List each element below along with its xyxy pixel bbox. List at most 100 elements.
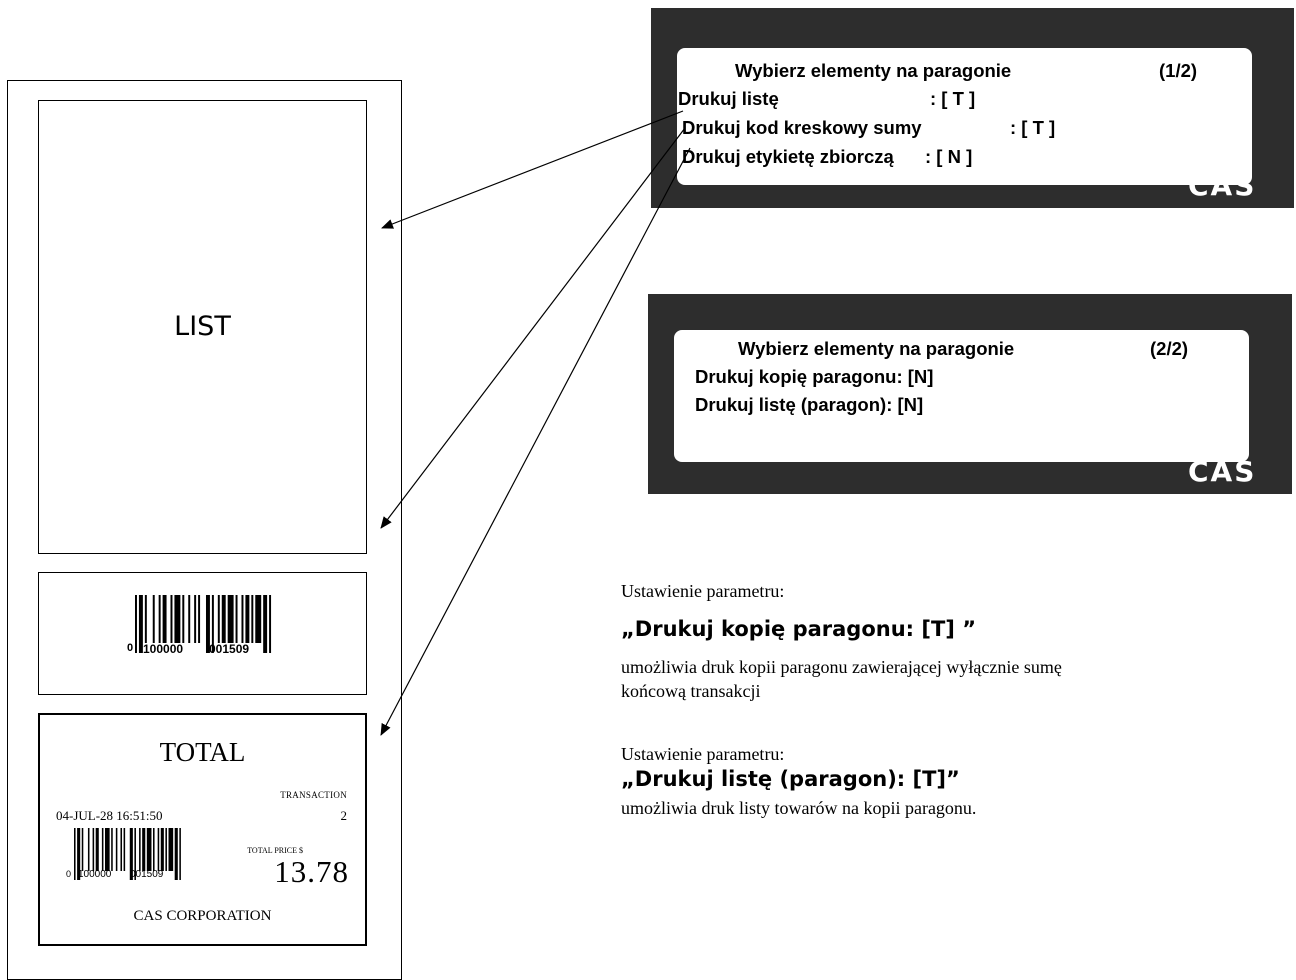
barcode-bar	[153, 828, 155, 871]
cas-logo: CAS	[1186, 169, 1274, 203]
receipt-list-section: LIST	[38, 100, 367, 554]
barcode-bar	[217, 595, 220, 643]
barcode-bar	[235, 595, 238, 643]
barcode-bar	[144, 595, 147, 643]
note-1-label: Ustawienie parametru:	[621, 581, 785, 601]
barcode-bar	[92, 828, 95, 871]
option-print-summary-label: Drukuj etykietę zbiorczą	[682, 146, 894, 167]
svg-text:CAS: CAS	[1188, 458, 1256, 484]
barcode-bar	[174, 595, 181, 643]
barcode-bar	[174, 828, 178, 880]
barcode-bar	[194, 595, 197, 643]
display-screen: Wybierz elementy na paragonie (1/2) Druk…	[677, 48, 1252, 185]
option-print-list-receipt: Drukuj listę (paragon): [N]	[695, 394, 924, 415]
note-1-body-line-2: końcową transakcji	[621, 681, 761, 701]
barcode-bar	[160, 828, 164, 871]
total-price-value: 13.78	[274, 854, 349, 889]
barcode-bar	[245, 595, 250, 643]
barcode-bar	[162, 595, 167, 643]
option-print-sum-barcode-value: : [ T ]	[1010, 117, 1056, 138]
arrow-print-list	[381, 110, 684, 229]
barcode-bar	[255, 595, 262, 643]
display-page-indicator: (2/2)	[1150, 338, 1189, 359]
note-1-body-line-1: umożliwia druk kopii paragonu zawierając…	[621, 657, 1062, 677]
barcode-bar	[142, 828, 146, 871]
barcode-bar	[251, 595, 254, 643]
barcode-bar	[165, 828, 167, 871]
barcode-bar	[138, 595, 143, 653]
barcode-bar	[170, 595, 173, 643]
barcode-bar	[101, 828, 104, 871]
total-barcode	[74, 828, 184, 885]
receipt-barcode-section: 0 100000 001509	[38, 572, 367, 695]
total-price-label: TOTAL PRICE $	[247, 846, 303, 855]
barcode-digits-right: 001509	[209, 642, 250, 656]
barcode-bar	[263, 595, 268, 653]
barcode-bar	[157, 828, 160, 871]
barcode-digit-small: 0	[127, 642, 134, 654]
cas-logo: CAS	[1186, 455, 1274, 489]
barcode-bar	[81, 828, 84, 871]
company-name: CAS CORPORATION	[133, 908, 272, 924]
barcode-digits-left: 100000	[143, 642, 184, 656]
display-title: Wybierz elementy na paragonie	[735, 60, 1012, 81]
barcode-bar	[227, 595, 234, 643]
barcode-bar	[115, 828, 118, 871]
option-print-sum-barcode: Drukuj kod kreskowy sumy	[682, 117, 922, 138]
option-print-receipt-copy: Drukuj kopię paragonu: [N]	[695, 366, 934, 387]
barcode-digits-left: 100000	[78, 869, 112, 880]
barcode-bar	[205, 595, 210, 653]
display-page-indicator: (1/2)	[1159, 60, 1198, 81]
datetime: 04-JUL-28 16:51:50	[56, 808, 163, 823]
option-print-list-value: : [ T ]	[930, 88, 976, 109]
barcode-bar	[134, 828, 136, 880]
transaction-number: 2	[340, 808, 348, 823]
display-screen: Wybierz elementy na paragonie (2/2) Druk…	[674, 330, 1249, 462]
barcode-bar	[111, 828, 113, 871]
receipt-total-label: TOTAL TRANSACTION 04-JUL-28 16:51:50 2 0…	[38, 713, 367, 946]
total-title: TOTAL	[159, 737, 246, 767]
barcode-bar	[123, 828, 126, 871]
barcode-bar	[104, 828, 110, 871]
list-label: LIST	[174, 311, 231, 342]
barcode-bar	[129, 828, 133, 880]
barcode-bar	[152, 595, 155, 643]
barcode-bar	[139, 828, 141, 871]
cas-logo-icon: CAS	[1188, 455, 1256, 488]
barcode-bar	[241, 595, 244, 643]
barcode-bar	[168, 828, 174, 871]
arrow-print-summary-label	[380, 147, 691, 736]
barcode-bar	[77, 828, 81, 880]
option-print-summary-label-value: : [ N ]	[925, 146, 973, 167]
barcode-digits-right: 001509	[130, 869, 164, 880]
barcode-bar	[221, 595, 226, 643]
barcode-bar	[158, 595, 161, 643]
barcode-bar	[182, 595, 185, 643]
barcode-bar	[87, 828, 90, 871]
cas-logo-icon: CAS	[1188, 169, 1256, 202]
barcode-bar	[211, 595, 214, 653]
barcode-bar	[120, 828, 123, 871]
barcode-bar	[74, 828, 76, 880]
barcode-bar	[95, 828, 99, 871]
barcode-bar	[269, 595, 272, 653]
scale-display-page-1: Wybierz elementy na paragonie (1/2) Druk…	[651, 8, 1294, 208]
note-2-body: umożliwia druk listy towarów na kopii pa…	[621, 798, 977, 818]
option-print-list: Drukuj listę	[678, 88, 779, 109]
svg-text:CAS: CAS	[1188, 172, 1256, 198]
note-1-heading: „Drukuj kopię paragonu: [T] ”	[621, 617, 977, 641]
barcode-bar	[146, 828, 152, 871]
barcode-bar	[198, 595, 201, 643]
sum-barcode	[135, 595, 275, 658]
barcode-bar	[188, 595, 191, 643]
transaction-label: TRANSACTION	[280, 790, 347, 800]
note-2-label: Ustawienie parametru:	[621, 744, 785, 764]
barcode-bars	[74, 828, 181, 880]
barcode-digit-small: 0	[66, 869, 72, 879]
note-2-heading: „Drukuj listę (paragon): [T]”	[621, 767, 960, 791]
barcode-bars	[135, 595, 272, 653]
arrow-print-sum-barcode	[380, 127, 686, 529]
barcode-bar	[135, 595, 137, 653]
scale-display-page-2: Wybierz elementy na paragonie (2/2) Druk…	[648, 294, 1292, 494]
barcode-bar	[179, 828, 181, 880]
